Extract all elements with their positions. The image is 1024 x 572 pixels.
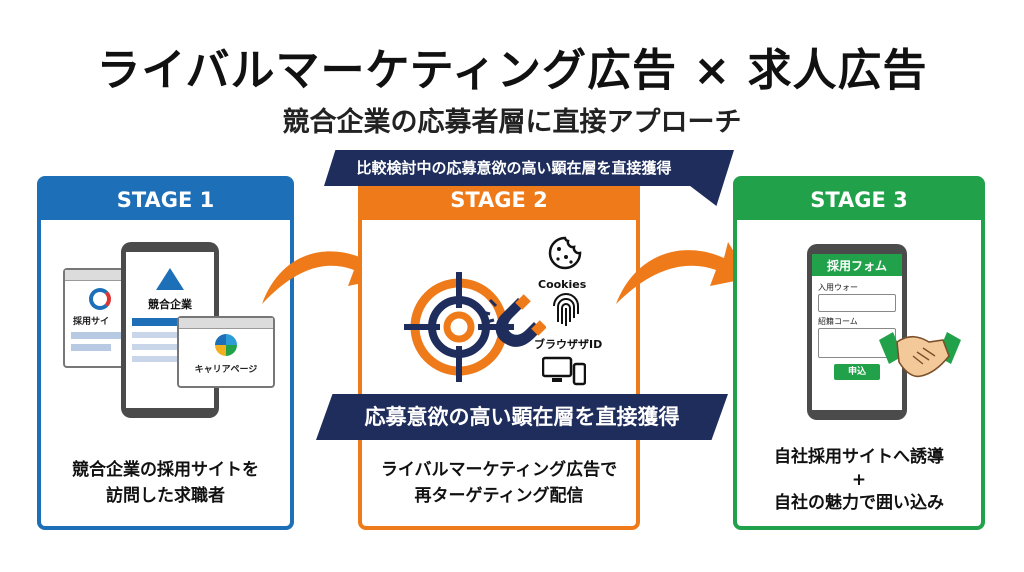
banner-middle: 応募意欲の高い顕在層を直接獲得	[316, 394, 728, 440]
form-field-1-label: 入用ウォー	[818, 283, 858, 292]
phone-application-form: 採用フォム 入用ウォー 紹籍コーム 申込	[807, 244, 907, 420]
stage-3-caption-line-1: 自社採用サイトへ誘導	[774, 447, 944, 467]
stage-1-header: STAGE 1	[41, 180, 290, 220]
form-field-2-label: 紹籍コーム	[818, 317, 858, 326]
stage-2-panel: STAGE 2 Cookies ブラウザザID	[358, 176, 640, 530]
stage-2-caption: ライバルマーケティング広告で 再ターゲティング配信	[362, 457, 636, 509]
stage-2-caption-line-1: ライバルマーケティング広告で	[380, 460, 618, 480]
recruit-site-label: 採用サイ	[73, 317, 110, 327]
page-subtitle: 競合企業の応募者層に直接アプローチ	[282, 107, 742, 138]
flow-arrow-1	[262, 242, 386, 304]
stage-3-panel: STAGE 3 採用フォム 入用ウォー 紹籍コーム 申込 自社採用サイトへ誘導 …	[733, 176, 985, 530]
stage-3-caption: 自社採用サイトへ誘導 + 自社の魅力で囲い込み	[737, 446, 981, 515]
stage-3-caption-line-2: 自社の魅力で囲い込み	[774, 493, 944, 513]
form-field-1-input[interactable]	[818, 294, 896, 312]
flow-arrow-2	[616, 242, 750, 304]
stage-1-caption-line-1: 競合企業の採用サイトを	[72, 460, 259, 480]
stage-1-caption-line-2: 訪問した求職者	[106, 486, 225, 506]
browser-id-label: ブラウザザID	[534, 338, 603, 351]
browser-window-recruit-site: 採用サイ	[63, 268, 131, 368]
handshake-icon	[879, 332, 961, 378]
magnet-icon	[481, 294, 546, 347]
browser-window-career-page: キャリアページ	[177, 316, 275, 388]
stage-1-panel: STAGE 1 採用サイ 競合企業 キャリアページ 競合企業の採用サイトを 訪問…	[37, 176, 294, 530]
stage-2-header: STAGE 2	[362, 180, 636, 220]
logo-icon	[89, 288, 111, 310]
form-submit-button[interactable]: 申込	[834, 364, 880, 380]
form-title-bar	[812, 254, 902, 276]
banner-top: 比較検討中の応募意欲の高い顕在層を直接獲得	[324, 150, 704, 186]
career-page-label: キャリアページ	[194, 365, 258, 375]
competitor-company-label: 競合企業	[148, 298, 192, 311]
cookies-label: Cookies	[538, 278, 587, 291]
aperture-logo-icon	[215, 334, 237, 356]
stage-1-caption: 競合企業の採用サイトを 訪問した求職者	[41, 457, 290, 509]
cookie-icon	[548, 236, 582, 270]
stage-2-caption-line-2: 再ターゲティング配信	[414, 486, 584, 506]
mountain-logo-icon	[156, 268, 184, 290]
stage-3-caption-plus: +	[851, 470, 867, 490]
devices-icon	[542, 356, 586, 386]
form-title: 採用フォム	[826, 259, 887, 273]
page-title: ライバルマーケティング広告 × 求人広告	[96, 45, 928, 96]
fingerprint-icon	[553, 293, 579, 326]
stage-3-header: STAGE 3	[737, 180, 981, 220]
